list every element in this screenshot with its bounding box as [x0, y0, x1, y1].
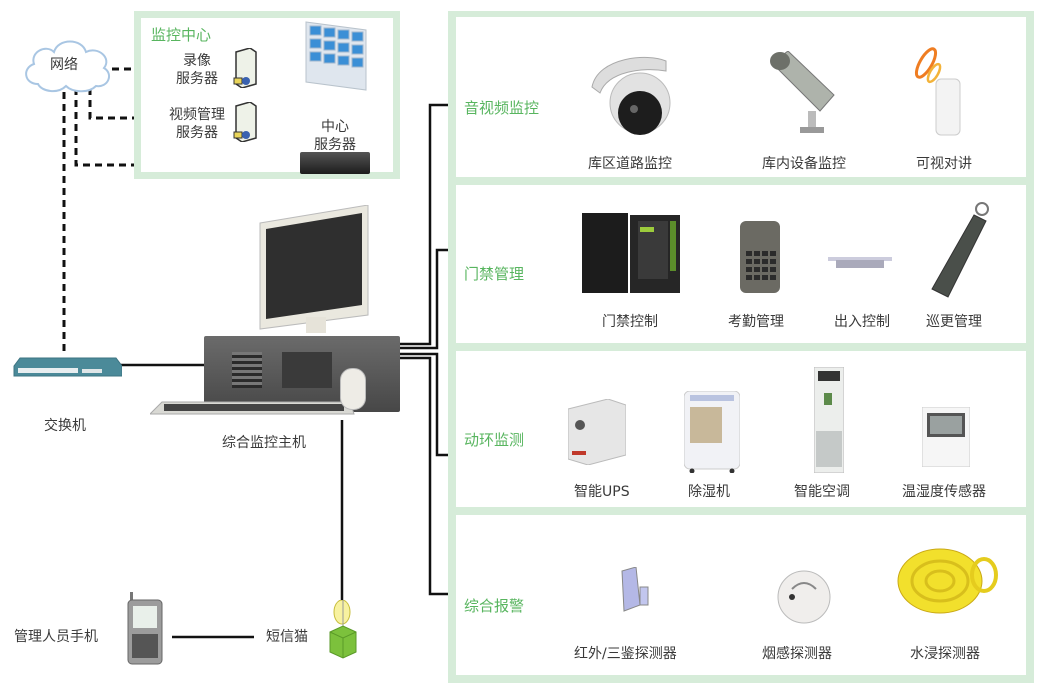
device-label: 红外/三鉴探测器: [574, 646, 677, 662]
temp-humidity-sensor-icon: [922, 407, 970, 467]
recording-server-icon: [232, 48, 258, 88]
smoke-detector-icon: [776, 569, 832, 625]
monitoring-center-box: 监控中心: [134, 11, 400, 179]
device-label: 门禁控制: [602, 314, 658, 330]
category-title: 音视频监控: [464, 99, 540, 117]
host-to-access-line: [396, 248, 450, 350]
attendance-keypad-icon: [740, 221, 780, 293]
category-environment-monitoring: 动环监测 智能UPS 除湿机 智能空调 温湿度传感器: [456, 351, 1026, 507]
device-label: 智能UPS: [574, 484, 630, 500]
video-wall-icon: [304, 20, 368, 92]
host-chassis-icon: [204, 336, 400, 412]
device-label: 智能空调: [794, 484, 850, 500]
monitor-icon: [256, 205, 371, 335]
category-title: 门禁管理: [464, 265, 525, 283]
category-av-monitoring: 音视频监控 库区道路监控 库内设备监控 可视对讲: [456, 17, 1026, 177]
cloud-icon: [25, 40, 111, 93]
host-to-env-line: [396, 352, 450, 457]
device-label: 烟感探测器: [762, 646, 832, 662]
category-access-control: 门禁管理 门禁控制 考勤管理 出入控制 巡更管理: [456, 185, 1026, 343]
network-label: 网络: [50, 57, 78, 73]
sms-modem-icon: [326, 600, 360, 660]
host-to-alarm-line: [396, 356, 450, 596]
device-label: 库区道路监控: [588, 156, 672, 172]
water-leak-detector-icon: [896, 545, 1000, 617]
network-cloud: 网络: [18, 34, 114, 96]
device-label: 水浸探测器: [910, 646, 980, 662]
category-title: 动环监测: [464, 431, 525, 449]
dome-camera-icon: [588, 47, 678, 142]
keyboard-icon: [150, 400, 355, 420]
sms-modem-label: 短信猫: [266, 629, 308, 645]
mobile-phone-icon: [126, 592, 164, 666]
host-to-av-line: [396, 103, 450, 346]
patrol-stick-icon: [926, 201, 1002, 301]
device-label: 出入控制: [834, 314, 890, 330]
switch-icon: [12, 356, 122, 378]
network-to-central-line: [74, 88, 298, 167]
dehumidifier-icon: [684, 391, 740, 473]
host-label: 综合监控主机: [222, 435, 306, 451]
ups-icon: [568, 399, 626, 465]
device-label: 可视对讲: [916, 156, 972, 172]
bullet-camera-icon: [768, 51, 838, 141]
infrared-detector-icon: [616, 567, 652, 613]
mouse-icon: [340, 368, 366, 410]
video-intercom-icon: [912, 47, 962, 139]
air-conditioner-icon: [814, 367, 844, 473]
access-controller-icon: [582, 213, 680, 295]
subsystems-panel: 音视频监控 库区道路监控 库内设备监控 可视对讲 门禁管理 门禁控制 考勤管理 …: [448, 11, 1034, 683]
central-server-icon: [300, 152, 370, 174]
manager-phone-label: 管理人员手机: [14, 629, 98, 645]
switch-label: 交换机: [44, 418, 86, 434]
recording-server-label: 录像 服务器: [176, 53, 218, 87]
device-label: 除湿机: [688, 484, 730, 500]
central-server-label: 中心 服务器: [314, 119, 356, 153]
category-integrated-alarm: 综合报警 红外/三鉴探测器 烟感探测器 水浸探测器: [456, 515, 1026, 675]
device-label: 巡更管理: [926, 314, 982, 330]
monitoring-center-title: 监控中心: [151, 26, 212, 44]
device-label: 温湿度传感器: [902, 484, 986, 500]
device-label: 考勤管理: [728, 314, 784, 330]
video-mgmt-server-label: 视频管理 服务器: [169, 107, 225, 141]
video-mgmt-server-icon: [232, 102, 258, 142]
magnetic-lock-icon: [828, 255, 892, 269]
category-title: 综合报警: [464, 597, 525, 615]
device-label: 库内设备监控: [762, 156, 846, 172]
